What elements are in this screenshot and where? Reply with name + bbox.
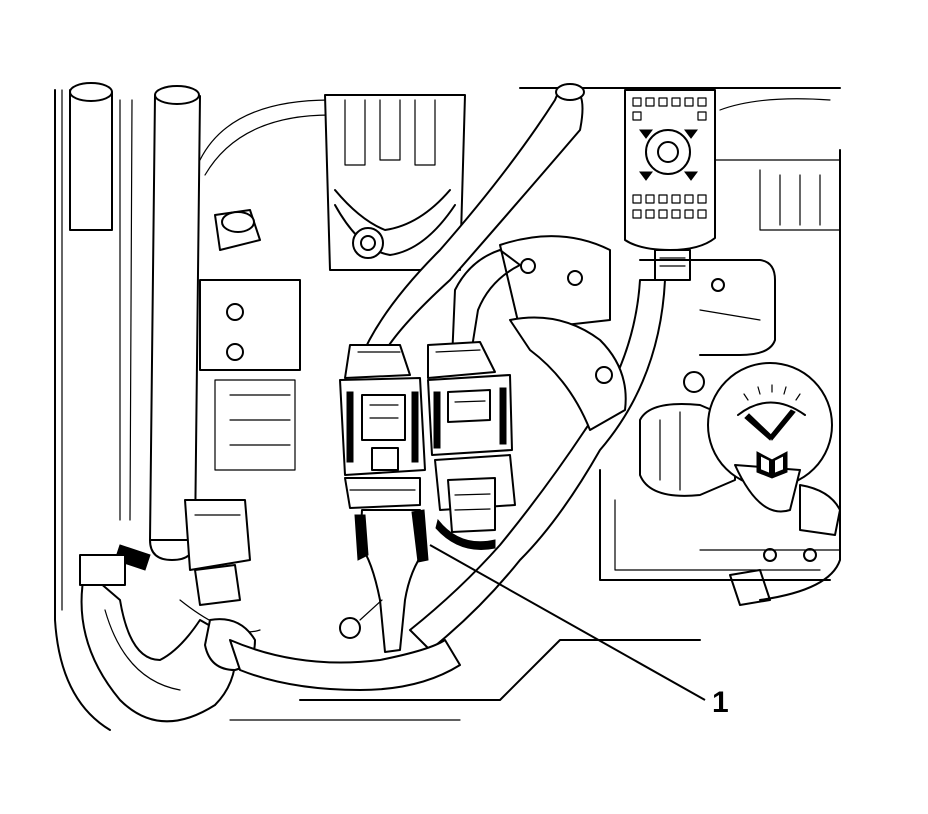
- mounting-bolt-icon: [595, 366, 613, 384]
- left-hoses: [69, 82, 237, 723]
- callout-leader-line: [429, 544, 706, 701]
- left-bracket: [199, 99, 331, 471]
- main-wiring-harness: [229, 83, 666, 691]
- harness-connector-icon: [339, 341, 516, 653]
- callout-number: 1: [712, 686, 729, 719]
- center-bracket: [324, 94, 466, 271]
- callout-1: 1: [429, 544, 729, 719]
- lower-right-structure: [599, 469, 841, 606]
- right-bracket: [499, 235, 776, 431]
- mounting-bolt-icon: [339, 617, 361, 639]
- fuse-relay-block-icon: [624, 89, 716, 281]
- washer-fluid-symbol-icon: [737, 384, 806, 479]
- washer-reservoir: [639, 362, 841, 536]
